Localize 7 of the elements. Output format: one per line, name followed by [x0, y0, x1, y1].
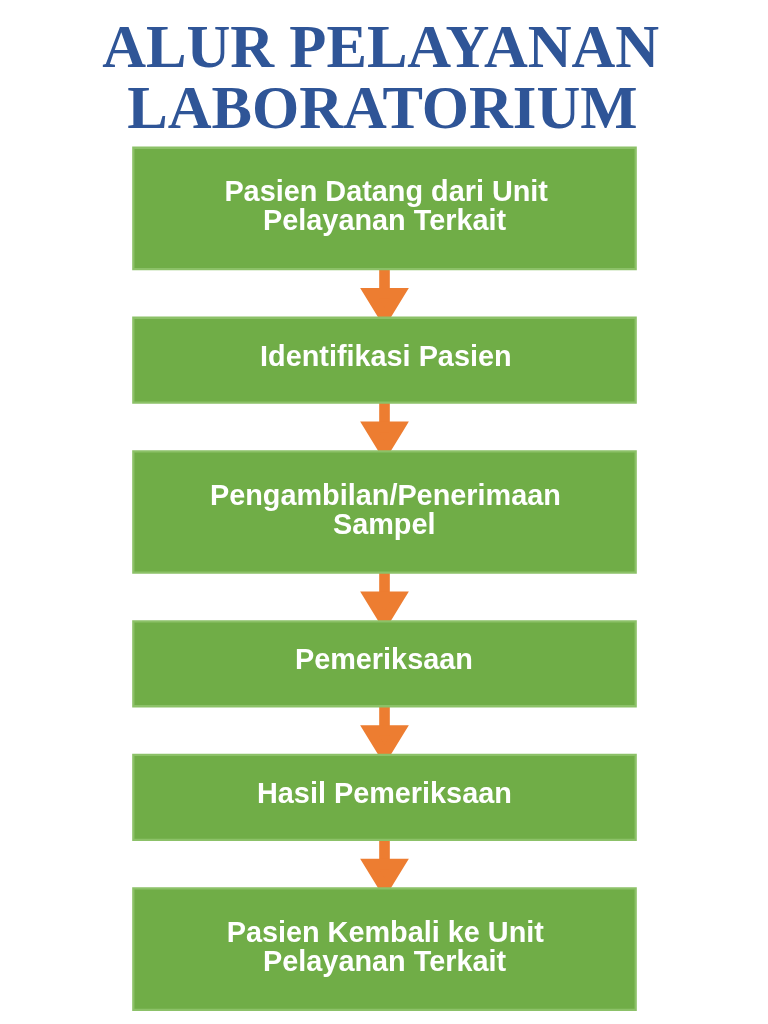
node-box: Identifikasi Pasien	[131, 316, 637, 404]
node-box: Pemeriksaan	[131, 620, 637, 708]
node-box: Hasil Pemeriksaan	[131, 753, 637, 841]
node-box: Pengambilan/Penerimaan Sampel	[131, 450, 637, 574]
node-box: Pasien Datang dari Unit Pelayanan Terkait	[131, 146, 637, 271]
diagram-title: ALUR PELAYANAN LABORATORIUM	[101, 13, 659, 142]
node-box: Pasien Kembali ke Unit Pelayanan Terkait	[131, 887, 637, 1011]
